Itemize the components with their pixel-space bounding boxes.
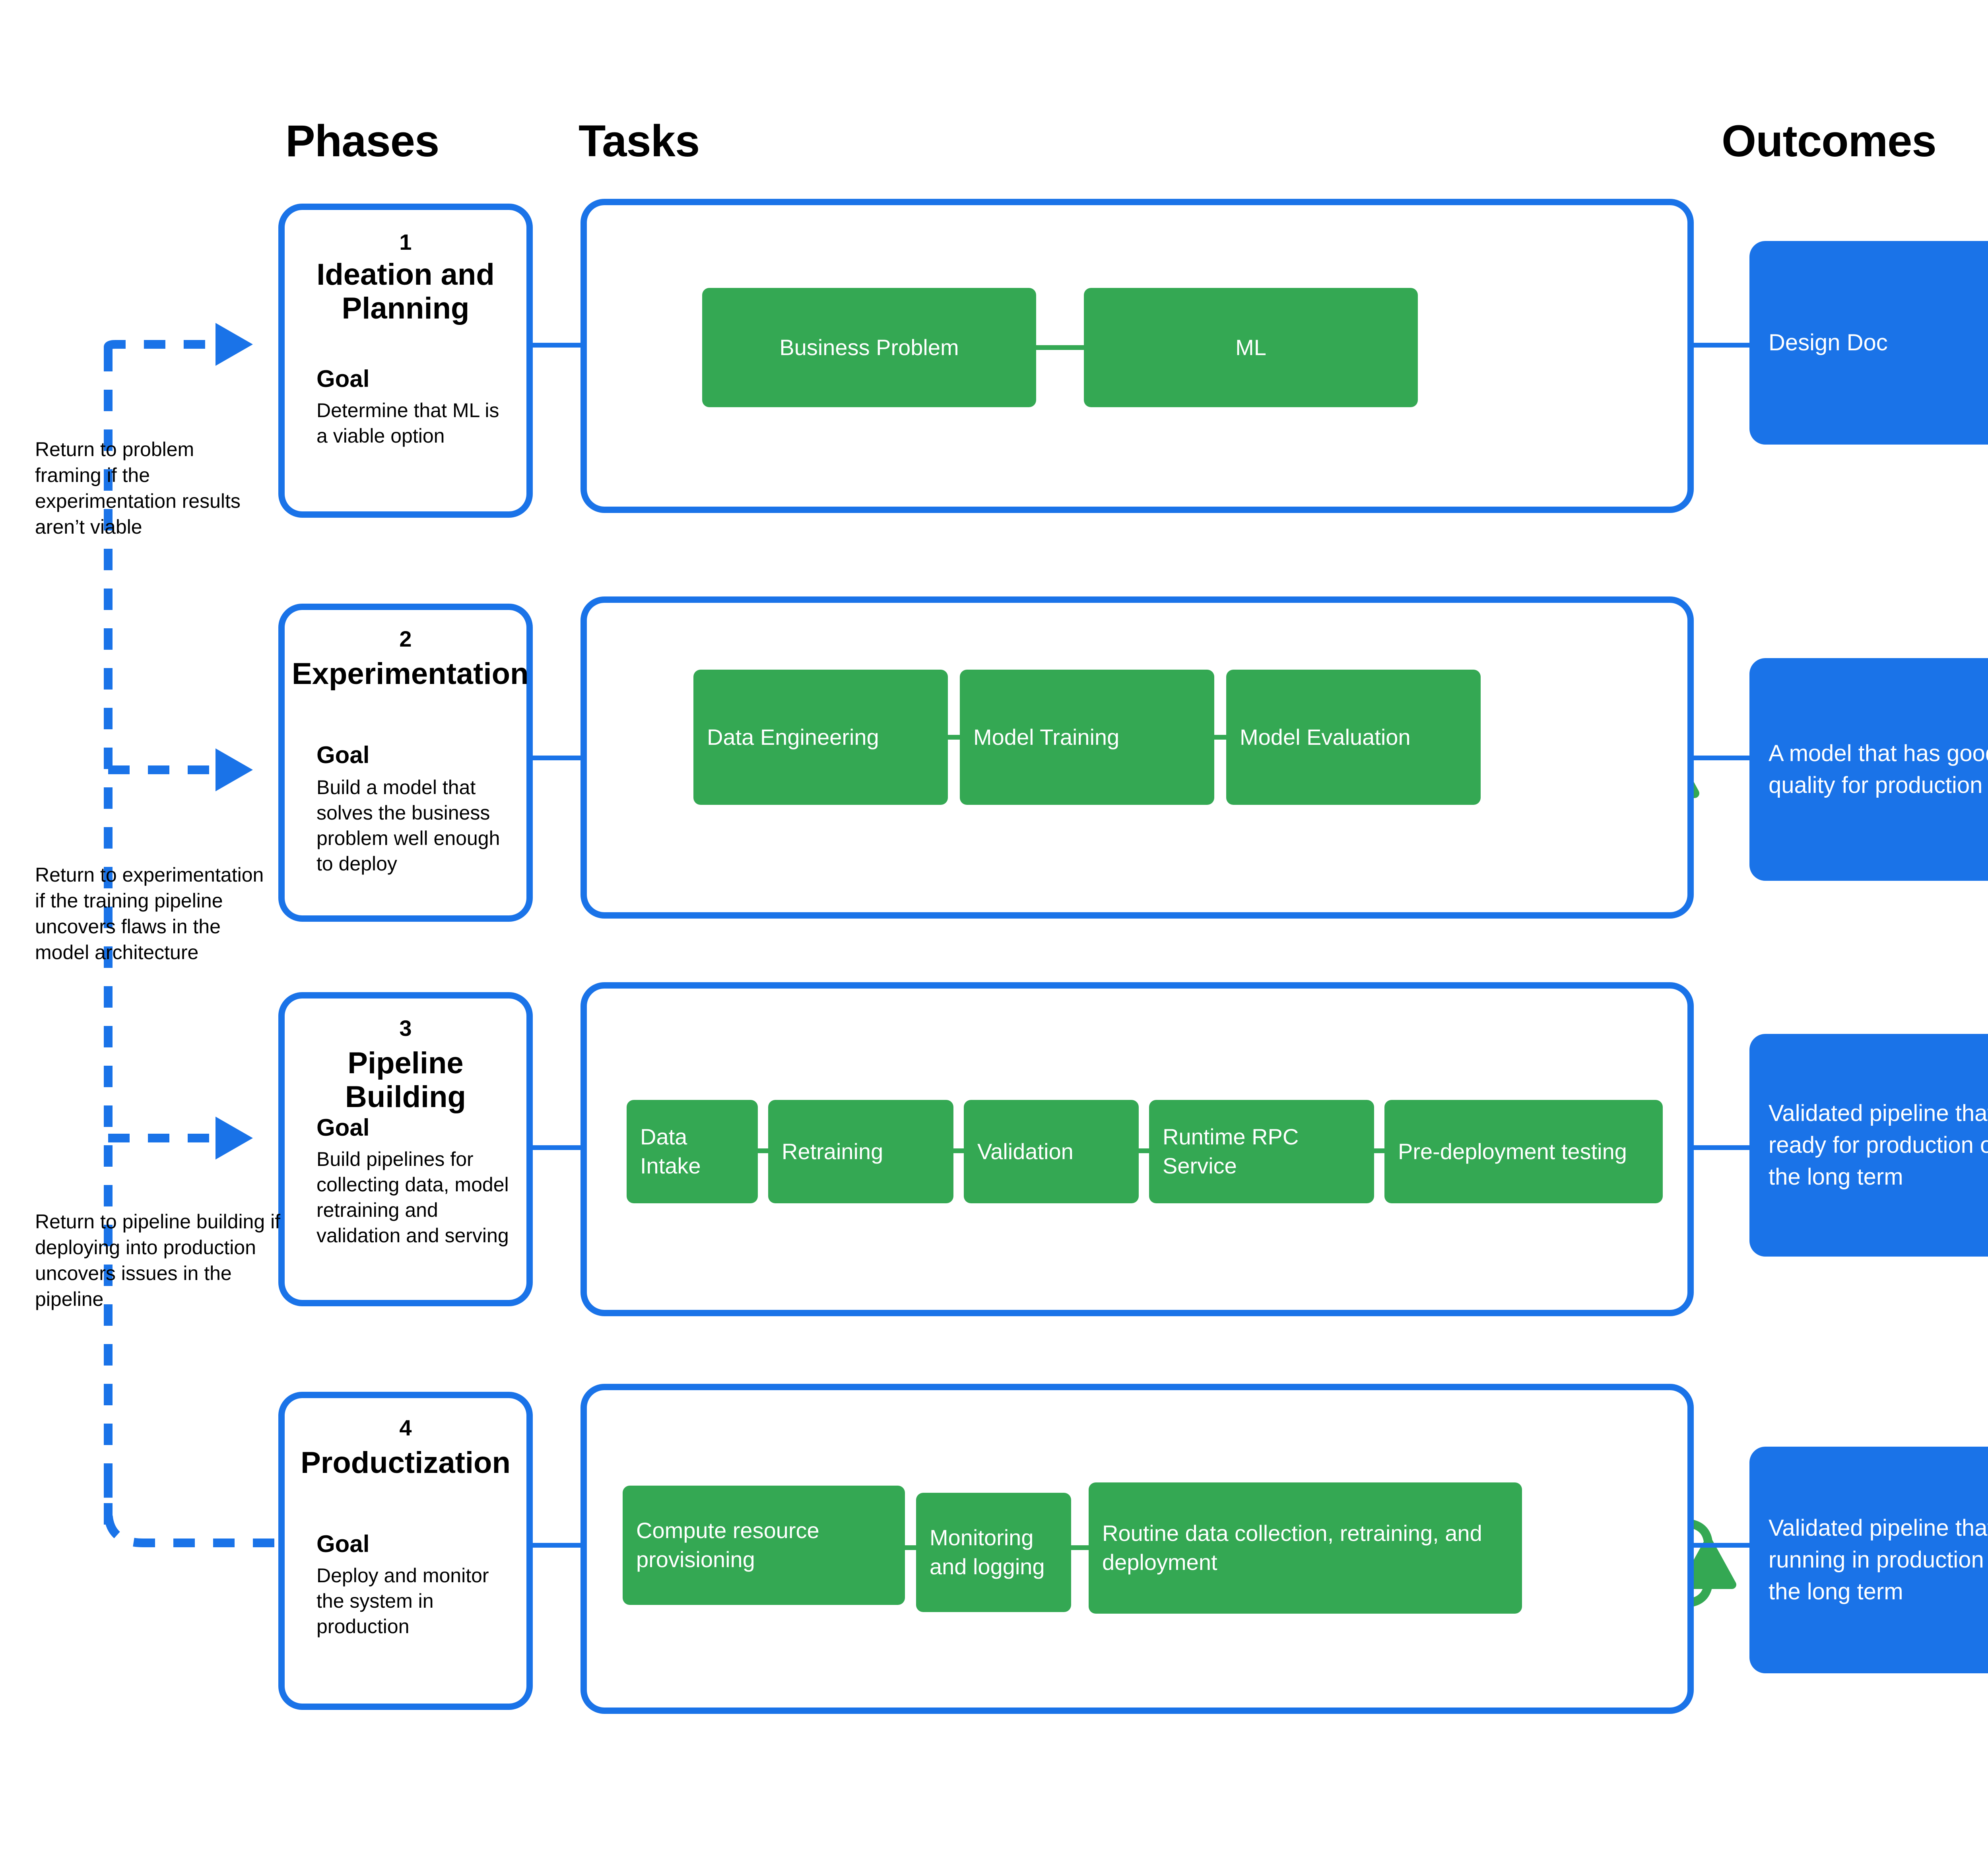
goal-text-3: Build pipelines for collecting data, mod… (316, 1148, 509, 1247)
goal-label-1: Goal (316, 365, 370, 392)
task-connector-3b (953, 1148, 964, 1153)
task-box-model-evaluation[interactable]: Model Evaluation (1226, 670, 1481, 805)
tasks-card-4: Compute resource provisioning Monitoring… (580, 1384, 1694, 1714)
phase-card-3[interactable]: 3 Pipeline Building Goal Build pipelines… (278, 992, 533, 1306)
column-header-outcomes: Outcomes (1722, 116, 1937, 166)
connector-tasks4-outcome (1694, 1543, 1749, 1548)
return-hook-phase4 (104, 1471, 274, 1547)
task-box-model-training[interactable]: Model Training (960, 670, 1214, 805)
phase-title-3: Pipeline Building (345, 1046, 466, 1114)
task-box-data-intake[interactable]: Data Intake (627, 1100, 758, 1203)
task-box-monitoring-and-logging[interactable]: Monitoring and logging (916, 1493, 1071, 1612)
column-header-phases: Phases (285, 116, 439, 166)
task-connector-2b (1214, 735, 1226, 740)
task-box-ml[interactable]: ML (1084, 288, 1418, 407)
task-box-routine-data-collection[interactable]: Routine data collection, retraining, and… (1089, 1482, 1522, 1614)
connector-tasks3-outcome (1694, 1145, 1749, 1150)
goal-text-4: Deploy and monitor the system in product… (316, 1564, 489, 1638)
phase-title-2: Experimentation (292, 657, 529, 691)
phase-card-2[interactable]: 2 Experimentation Goal Build a model tha… (278, 604, 533, 922)
task-box-pre-deployment-testing[interactable]: Pre-deployment testing (1384, 1100, 1663, 1203)
connector-phase3-tasks (533, 1145, 580, 1150)
return-arrow-phase3 (215, 1117, 253, 1160)
task-box-runtime-rpc-service[interactable]: Runtime RPC Service (1149, 1100, 1374, 1203)
task-box-validation[interactable]: Validation (964, 1100, 1139, 1203)
task-box-compute-resource-provisioning[interactable]: Compute resource provisioning (623, 1486, 905, 1605)
column-header-tasks: Tasks (579, 116, 700, 166)
goal-label-4: Goal (316, 1531, 370, 1557)
outcome-box-4[interactable]: Validated pipeline that’s running in pro… (1749, 1447, 1988, 1673)
goal-label-2: Goal (316, 742, 370, 768)
task-box-business-problem[interactable]: Business Problem (702, 288, 1036, 407)
tasks-card-2: Data Engineering Model Training Model Ev… (580, 596, 1694, 919)
phase-number-2: 2 (399, 626, 412, 651)
connector-tasks2-outcome (1694, 756, 1749, 760)
return-branch-phase1 (104, 340, 215, 350)
tasks-card-3: Data Intake Retraining Validation Runtim… (580, 982, 1694, 1316)
return-note-1: Return to problem framing if the experim… (35, 438, 241, 538)
task-box-data-engineering[interactable]: Data Engineering (693, 670, 948, 805)
outcome-box-2[interactable]: A model that has good quality for produc… (1749, 658, 1988, 881)
phase-card-1[interactable]: 1 Ideation and Planning Goal Determine t… (278, 204, 533, 518)
return-note-2: Return to experimentation if the trainin… (35, 864, 264, 964)
goal-text-2: Build a model that solves the business p… (316, 776, 500, 875)
connector-tasks1-outcome (1694, 343, 1749, 348)
task-connector-4a (905, 1545, 916, 1550)
phase-number-1: 1 (399, 229, 412, 254)
task-connector-2a (948, 735, 960, 740)
outcome-box-1[interactable]: Design Doc (1749, 241, 1988, 445)
phase-card-4[interactable]: 4 Productization Goal Deploy and monitor… (278, 1392, 533, 1710)
return-arrow-phase1 (215, 323, 253, 366)
connector-phase1-tasks (533, 343, 580, 348)
outcome-box-3[interactable]: Validated pipeline that’s ready for prod… (1749, 1034, 1988, 1257)
phase-number-3: 3 (399, 1016, 412, 1041)
task-connector-3c (1139, 1148, 1149, 1153)
task-connector-4b (1071, 1545, 1089, 1550)
phase-title-1: Ideation and Planning (316, 258, 495, 326)
return-note-3: Return to pipeline building if deploying… (35, 1210, 281, 1310)
goal-label-3: Goal (316, 1114, 370, 1141)
phase-title-4: Productization (301, 1446, 511, 1480)
connector-phase4-tasks (533, 1543, 580, 1548)
task-connector-3a (758, 1148, 768, 1153)
return-arrow-phase2 (215, 748, 253, 791)
task-connector-1 (1036, 345, 1084, 350)
task-connector-3d (1374, 1148, 1384, 1153)
connector-phase2-tasks (533, 756, 580, 760)
task-box-retraining[interactable]: Retraining (768, 1100, 953, 1203)
goal-text-1: Determine that ML is a viable option (316, 399, 499, 447)
tasks-card-1: Business Problem ML (580, 199, 1694, 513)
phase-number-4: 4 (399, 1415, 412, 1440)
